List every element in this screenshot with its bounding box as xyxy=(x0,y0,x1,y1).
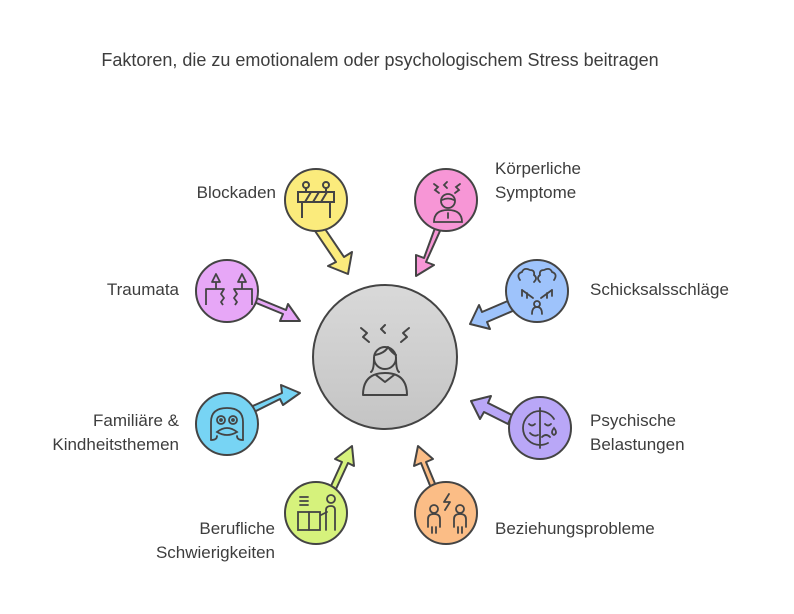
factor-blockaden[interactable] xyxy=(284,168,353,275)
label-psychische-2: Belastungen xyxy=(590,435,685,454)
broken-candles-icon xyxy=(205,273,253,306)
label-schicksalsschlaege: Schicksalsschläge xyxy=(590,280,729,299)
factor-schicksalsschlaege[interactable] xyxy=(469,259,569,330)
label-koerperliche-1: Körperliche xyxy=(495,159,581,178)
factor-beziehungsprobleme[interactable] xyxy=(413,445,478,545)
label-psychische-1: Psychische xyxy=(590,411,676,430)
child-face-icon xyxy=(210,407,244,441)
center-node xyxy=(312,284,458,430)
desk-worker-icon xyxy=(297,494,336,531)
stressed-person-icon xyxy=(360,324,410,396)
storm-person-icon xyxy=(517,267,557,315)
label-blockaden: Blockaden xyxy=(196,183,276,202)
diagram-title: Faktoren, die zu emotionalem oder psycho… xyxy=(101,50,659,70)
conflict-people-icon xyxy=(427,493,467,534)
label-beziehungsprobleme: Beziehungsprobleme xyxy=(495,519,655,538)
label-familiaere-1: Familiäre & xyxy=(93,411,179,430)
label-koerperliche-2: Symptome xyxy=(495,183,577,202)
label-familiaere-2: Kindheitsthemen xyxy=(52,435,179,454)
barrier-icon xyxy=(297,181,335,218)
factor-koerperliche-symptome[interactable] xyxy=(414,168,478,277)
factor-berufliche-schwierigkeiten[interactable] xyxy=(284,445,355,545)
stressed-head-icon xyxy=(433,181,463,223)
factor-traumata[interactable] xyxy=(195,259,301,323)
label-berufliche-1: Berufliche xyxy=(199,519,275,538)
half-sad-face-icon xyxy=(522,407,557,449)
factor-psychische-belastungen[interactable] xyxy=(470,395,572,460)
factor-familiaere-kindheitsthemen[interactable] xyxy=(195,384,301,456)
label-traumata: Traumata xyxy=(106,280,179,299)
label-berufliche-2: Schwierigkeiten xyxy=(155,543,275,562)
